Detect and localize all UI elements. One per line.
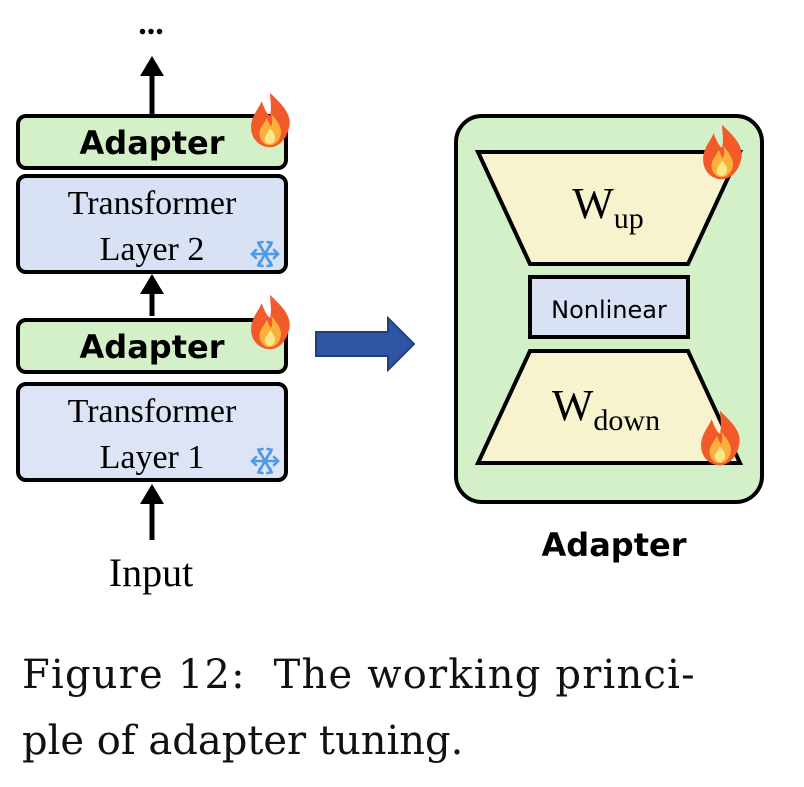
transformer-layer-1: Transformer Layer 1 [16,382,288,482]
flame-icon [251,294,290,350]
adapter-block-top-label: Adapter [80,124,225,162]
adapter-detail-panel: Wup Nonlinear Wdown [454,114,764,504]
adapter-block-bottom: Adapter [16,318,288,374]
caption-line-1: Figure 12: The working princi- [22,652,696,698]
w-up-projection: Wup [474,150,744,266]
nonlinear-block: Nonlinear [528,275,690,339]
flow-arrow-top [140,56,164,114]
flow-arrow-middle [140,274,164,316]
layer-2-line-1: Transformer [68,185,237,222]
input-label: Input [109,550,193,595]
flame-icon [251,92,290,148]
nonlinear-label: Nonlinear [551,296,667,324]
adapter-block-bottom-label: Adapter [80,328,225,366]
w-up-main: W [572,179,614,228]
layer-1-line-2: Layer 1 [100,439,205,476]
adapter-diagram: ... Adapter Transformer Layer 2 Adapter … [16,5,764,595]
w-down-main: W [552,381,594,430]
caption-line-2: ple of adapter tuning. [22,718,464,764]
adapter-block-top: Adapter [16,114,288,170]
figure-caption: Figure 12: The working princi- ple of ad… [22,642,762,774]
adapter-panel-label: Adapter [542,526,687,564]
w-down-projection: Wdown [474,349,744,465]
w-up-sub: up [614,202,644,235]
flow-arrow-input [140,484,164,540]
layer-1-line-1: Transformer [68,393,237,430]
top-ellipsis: ... [138,5,164,42]
svg-text:Wdown: Wdown [552,381,660,437]
transformer-layer-2: Transformer Layer 2 [16,174,288,274]
expand-arrow [315,315,416,373]
w-down-sub: down [593,404,660,437]
layer-2-line-2: Layer 2 [100,231,205,268]
svg-text:Wup: Wup [572,179,644,235]
